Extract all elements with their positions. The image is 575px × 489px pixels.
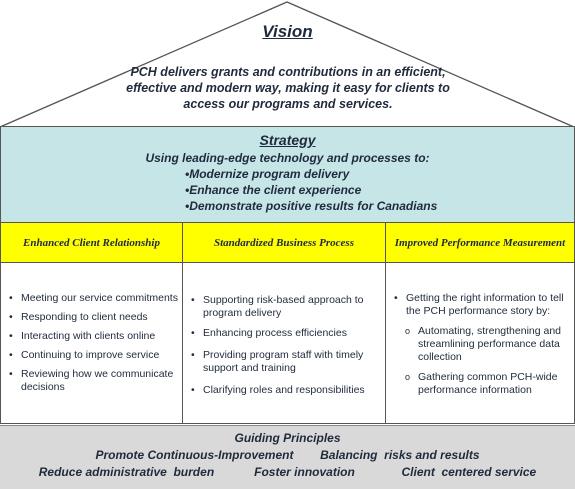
pillar-business-process: Standardized Business Process •Supportin…: [182, 222, 386, 424]
guiding-principles: Guiding Principles Promote Continuous-Im…: [0, 425, 575, 489]
strategy-item: •Enhance the client experience: [185, 183, 362, 197]
pillar-list: •Meeting our service commitments •Respon…: [9, 292, 181, 394]
list-item: •Meeting our service commitments: [9, 292, 178, 304]
list-item: •Clarifying roles and responsibilities: [191, 384, 365, 396]
pillars: Enhanced Client Relationship •Meeting ou…: [0, 222, 575, 424]
vision-statement: PCH delivers grants and contributions in…: [126, 65, 450, 111]
strategy-list: •Modernize program delivery •Enhance the…: [185, 166, 437, 214]
list-item: •Continuing to improve service: [9, 349, 160, 361]
pillar-title: Standardized Business Process: [183, 223, 385, 263]
strategy-intro: Using leading-edge technology and proces…: [145, 151, 430, 165]
list-item: •Interacting with clients online: [9, 330, 156, 342]
list-item: •Responding to client needs: [9, 311, 148, 323]
principles-title: Guiding Principles: [234, 431, 341, 445]
list-item: •Enhancing process efficiencies: [191, 327, 347, 339]
strategy-title: Strategy: [259, 132, 316, 148]
principles-row: Promote Continuous-Improvement Balancing…: [95, 448, 480, 462]
strategy-item: •Demonstrate positive results for Canadi…: [185, 199, 438, 213]
strategy-item: •Modernize program delivery: [185, 167, 350, 181]
pillar-performance-measurement: Improved Performance Measurement •Gettin…: [385, 222, 575, 424]
strategy-section: Strategy Using leading-edge technology a…: [0, 126, 575, 223]
pillar-title: Improved Performance Measurement: [386, 223, 574, 263]
pillar-client-relationship: Enhanced Client Relationship •Meeting ou…: [0, 222, 183, 424]
principles-row: Reduce administrative burden Foster inno…: [38, 465, 537, 479]
vision-title: Vision: [262, 22, 313, 41]
pillar-title: Enhanced Client Relationship: [1, 223, 182, 263]
